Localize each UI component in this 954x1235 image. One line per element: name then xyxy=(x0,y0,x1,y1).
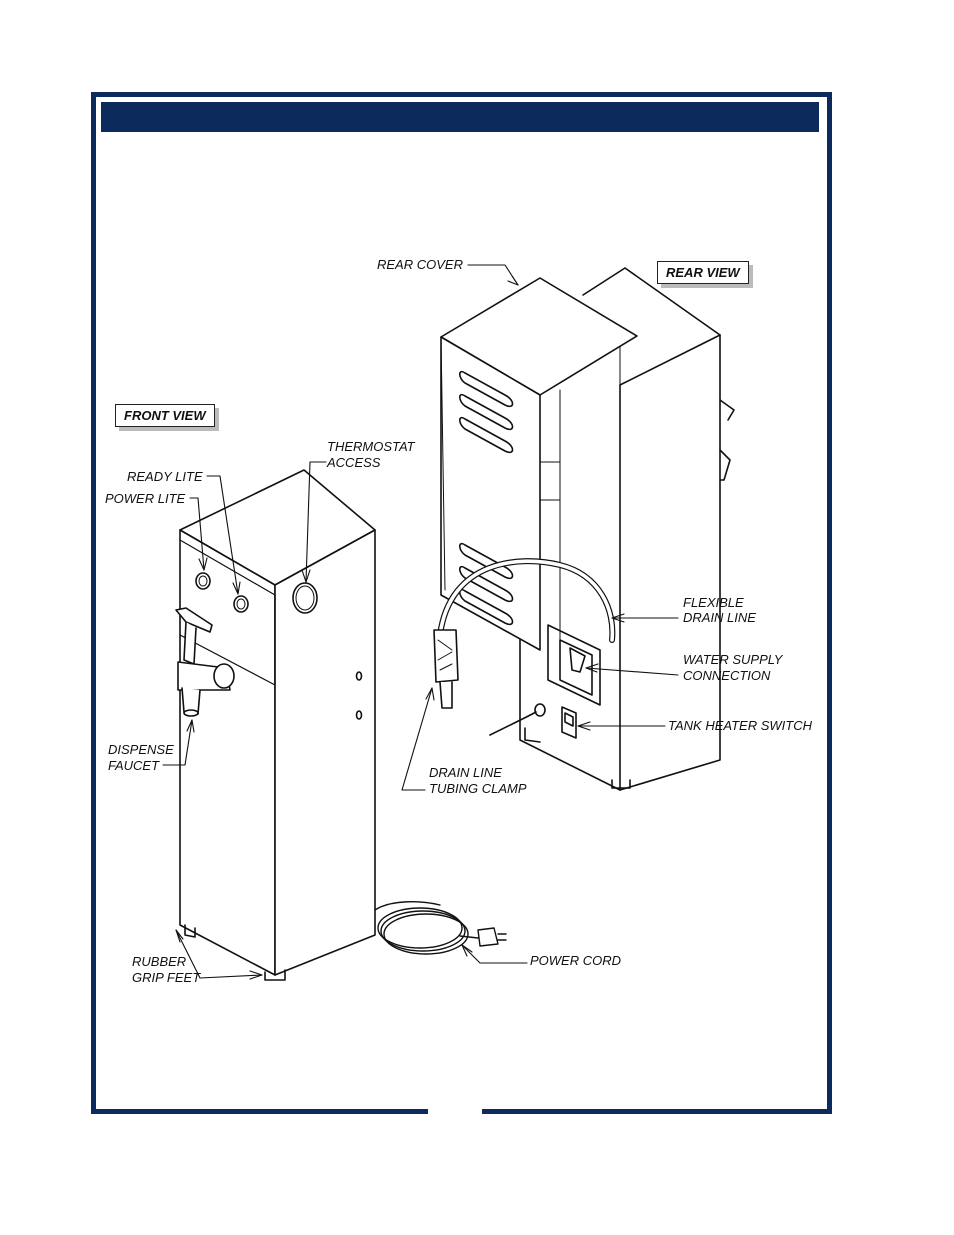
front-view-tag: FRONT VIEW xyxy=(115,404,215,427)
power-cord-coil xyxy=(374,901,507,955)
front-unit xyxy=(175,469,376,981)
label-dispense-faucet-line1: DISPENSE xyxy=(108,742,174,757)
leader-lines xyxy=(162,264,679,980)
label-water-supply-line2: CONNECTION xyxy=(683,668,771,683)
label-flexible-drain-line1: FLEXIBLE xyxy=(683,595,744,610)
rear-view-tag: REAR VIEW xyxy=(657,261,749,284)
header-bar xyxy=(101,102,819,132)
label-flexible-drain-line2: DRAIN LINE xyxy=(683,610,756,625)
label-drain-clamp-line2: TUBING CLAMP xyxy=(429,781,527,796)
label-water-supply-line1: WATER SUPPLY xyxy=(683,652,783,667)
label-rubber-feet-line1: RUBBER xyxy=(132,954,187,969)
label-thermostat-access-line1: THERMOSTAT xyxy=(327,439,415,454)
label-tank-heater-switch: TANK HEATER SWITCH xyxy=(668,718,812,733)
label-power-cord: POWER CORD xyxy=(530,953,621,968)
label-thermostat-access-line2: ACCESS xyxy=(327,455,381,470)
frame-gap xyxy=(428,1105,482,1119)
label-rear-cover: REAR COVER xyxy=(377,257,463,272)
label-power-lite: POWER LITE xyxy=(105,491,186,506)
label-rubber-feet-line2: GRIP FEET xyxy=(132,970,201,985)
label-dispense-faucet-line2: FAUCET xyxy=(108,758,160,773)
label-drain-clamp-line1: DRAIN LINE xyxy=(429,765,502,780)
label-ready-lite: READY LITE xyxy=(127,469,203,484)
rear-unit xyxy=(433,267,735,791)
